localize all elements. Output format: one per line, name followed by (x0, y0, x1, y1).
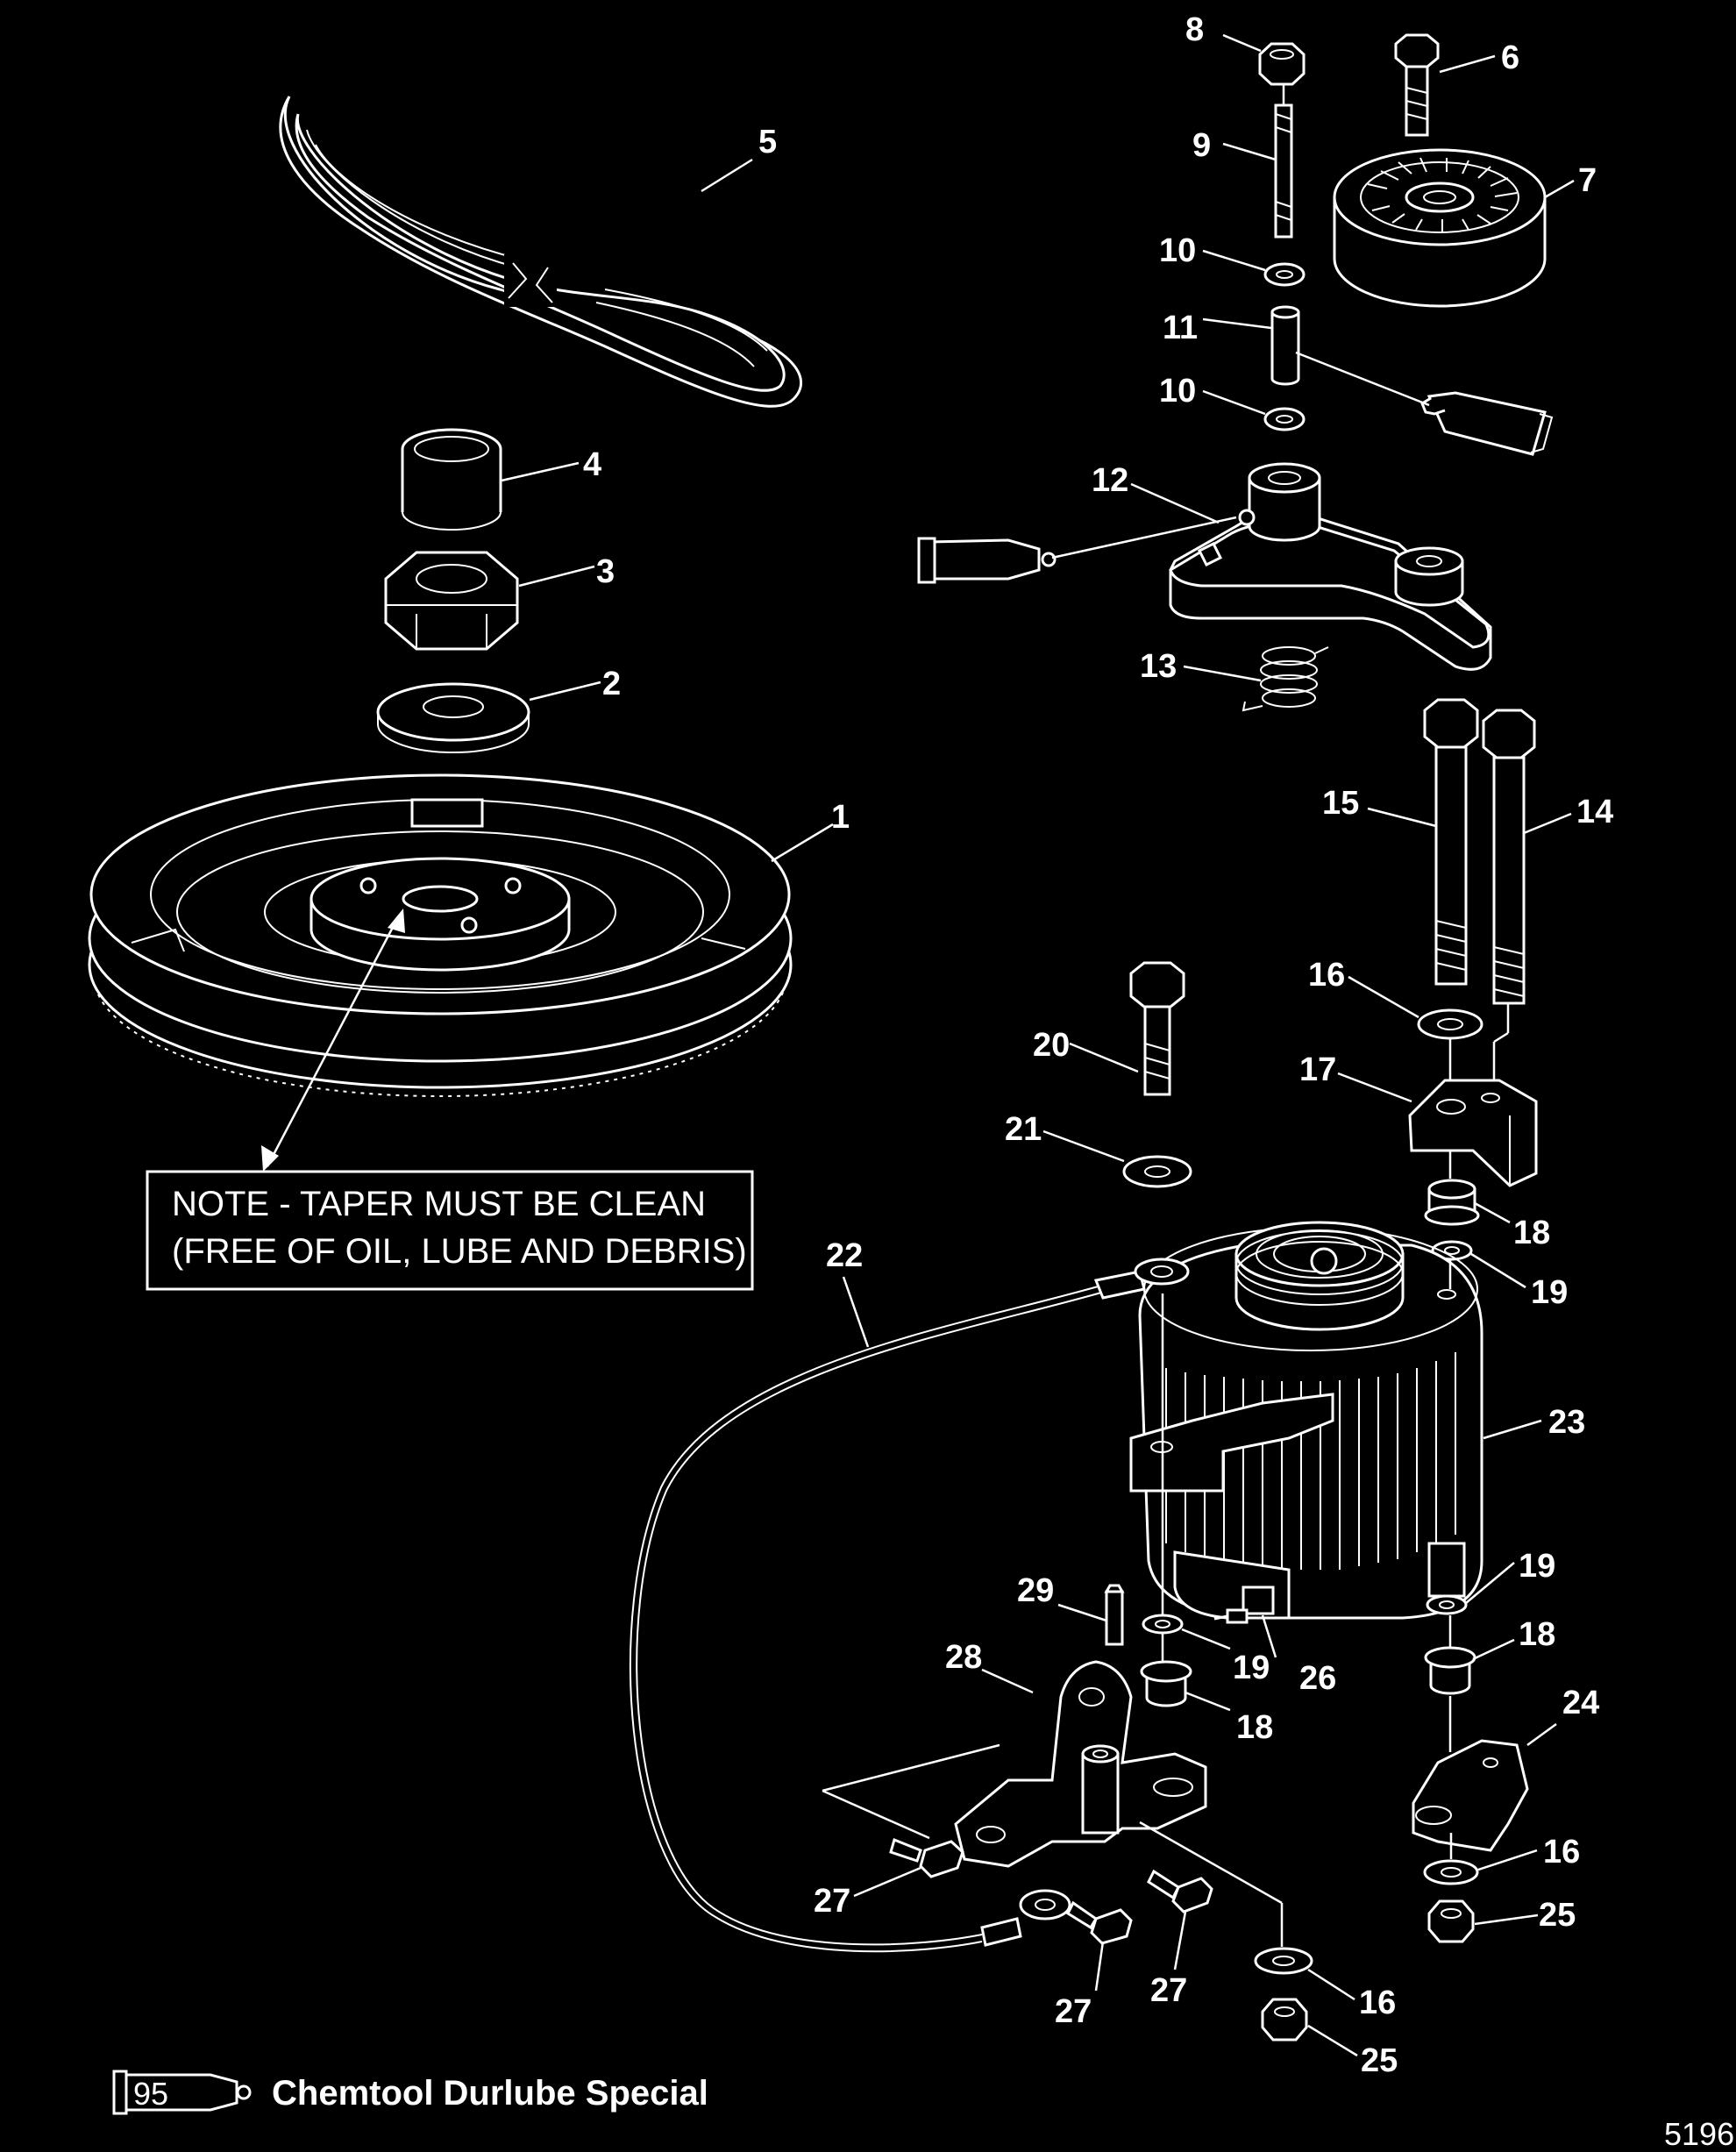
washer-21 (1122, 1155, 1192, 1188)
nut-25-bottom (1261, 1998, 1308, 2042)
mounting-stud-29 (1104, 1584, 1125, 1646)
callout-3: 3 (596, 553, 615, 590)
callout-5: 5 (758, 124, 777, 160)
figure-id: 5196 (1664, 2116, 1734, 2152)
callout-10-lower: 10 (1159, 373, 1196, 410)
callout-10-upper: 10 (1159, 232, 1196, 269)
callout-19-upper: 19 (1531, 1274, 1568, 1311)
idler-sleeve (1270, 305, 1300, 386)
callout-9: 9 (1192, 127, 1211, 164)
washer-19-upper (1431, 1240, 1473, 1261)
callout-4: 4 (583, 446, 601, 483)
washer-16-bottom (1254, 1947, 1313, 1975)
callout-18-right: 18 (1519, 1616, 1555, 1653)
sealant-tube-code: 95 (1494, 412, 1527, 445)
spacer-bracket (1408, 1079, 1538, 1187)
flywheel-nut (384, 551, 519, 651)
legend: 95 Chemtool Durlube Special (112, 2070, 708, 2115)
washer-10-upper (1263, 262, 1306, 287)
callout-23: 23 (1548, 1404, 1585, 1441)
callout-17: 17 (1299, 1051, 1336, 1088)
bolt-27-middle (1066, 1900, 1133, 1945)
assembly-lines (822, 84, 1510, 1947)
note-arrow (266, 915, 401, 1167)
callout-19-right: 19 (1519, 1548, 1555, 1585)
callout-18-left: 18 (1236, 1709, 1273, 1746)
lower-alternator-bracket (954, 1660, 1207, 1868)
bolt-27-right (1147, 1869, 1213, 1913)
tensioner-arm (1169, 462, 1492, 671)
callout-16-upper: 16 (1308, 957, 1345, 994)
bushing-18-upper (1424, 1179, 1480, 1226)
callout-20: 20 (1033, 1027, 1070, 1064)
washer-16-right (1423, 1859, 1479, 1885)
alternator-terminal (1213, 1585, 1275, 1624)
callout-21: 21 (1005, 1111, 1042, 1148)
bushing-18-left (1140, 1660, 1192, 1707)
legend-text: Chemtool Durlube Special (272, 2074, 708, 2113)
washer-10-lower (1263, 407, 1306, 431)
idler-pulley (1333, 148, 1547, 308)
bolt-27-left (889, 1837, 964, 1878)
washer-19-right (1426, 1594, 1468, 1615)
callout-25-bottom: 25 (1361, 2042, 1398, 2079)
callout-12: 12 (1092, 462, 1128, 499)
callout-numbers: 1 2 3 4 5 6 7 8 9 10 10 11 12 13 14 15 1… (583, 11, 1613, 2079)
callout-7: 7 (1578, 162, 1597, 199)
note-line-1: NOTE - TAPER MUST BE CLEAN (172, 1185, 706, 1223)
callout-1: 1 (831, 799, 850, 836)
bolt-20 (1129, 961, 1185, 1096)
idler-stud (1274, 103, 1293, 239)
callout-22: 22 (826, 1237, 863, 1274)
callout-2: 2 (602, 666, 621, 702)
tensioner-spring (1242, 646, 1329, 712)
callout-11: 11 (1163, 310, 1198, 346)
callout-27-left: 27 (814, 1883, 850, 1920)
callout-29: 29 (1017, 1572, 1054, 1609)
callout-25-right: 25 (1539, 1897, 1576, 1934)
right-foot-bracket (1412, 1739, 1529, 1852)
callout-18-upper: 18 (1513, 1215, 1550, 1251)
ground-cable (629, 1258, 1190, 1953)
callout-6: 6 (1501, 39, 1519, 76)
idler-pulley-bolt (1394, 33, 1440, 137)
note-arrowhead-top (388, 909, 405, 933)
callout-27-right: 27 (1150, 1972, 1187, 2009)
sealant-leader-11 (1295, 351, 1430, 407)
callout-15: 15 (1322, 785, 1359, 822)
sealant-tube-95-upper: 95 (1420, 391, 1554, 456)
callout-28: 28 (945, 1639, 982, 1676)
callout-24: 24 (1562, 1685, 1599, 1721)
idler-stud-nut (1258, 42, 1306, 86)
washer-19-left (1142, 1614, 1184, 1635)
callout-8: 8 (1185, 11, 1204, 48)
bushing-18-right (1424, 1646, 1476, 1695)
bushing (401, 428, 502, 531)
sealant-tube-95-left: 95 (917, 537, 1057, 584)
flywheel (88, 773, 793, 1097)
note-box: NOTE - TAPER MUST BE CLEAN (FREE OF OIL,… (146, 1170, 754, 1291)
callout-27-middle: 27 (1055, 1993, 1092, 2030)
callout-13: 13 (1140, 648, 1177, 685)
long-bolt-14 (1482, 709, 1536, 1005)
sealant-leader-12 (1051, 516, 1237, 559)
callout-14: 14 (1576, 794, 1613, 830)
washer-16-upper (1417, 1008, 1483, 1040)
note-line-2: (FREE OF OIL, LUBE AND DEBRIS) (172, 1232, 747, 1271)
callout-19-left: 19 (1233, 1650, 1270, 1686)
callout-16-bottom: 16 (1359, 1985, 1396, 2021)
long-bolt-15 (1423, 698, 1479, 986)
legend-code: 95 (133, 2076, 168, 2112)
alternator (1129, 1221, 1483, 1620)
serpentine-belt (279, 96, 803, 408)
note-arrowhead (261, 1145, 279, 1172)
callout-leaders (501, 33, 1575, 2057)
nut-25-right (1427, 1899, 1475, 1943)
callout-26: 26 (1299, 1660, 1336, 1697)
flywheel-washer (376, 682, 530, 753)
callout-16-right: 16 (1543, 1834, 1580, 1871)
sealant-tube-code: 95 (938, 545, 971, 579)
